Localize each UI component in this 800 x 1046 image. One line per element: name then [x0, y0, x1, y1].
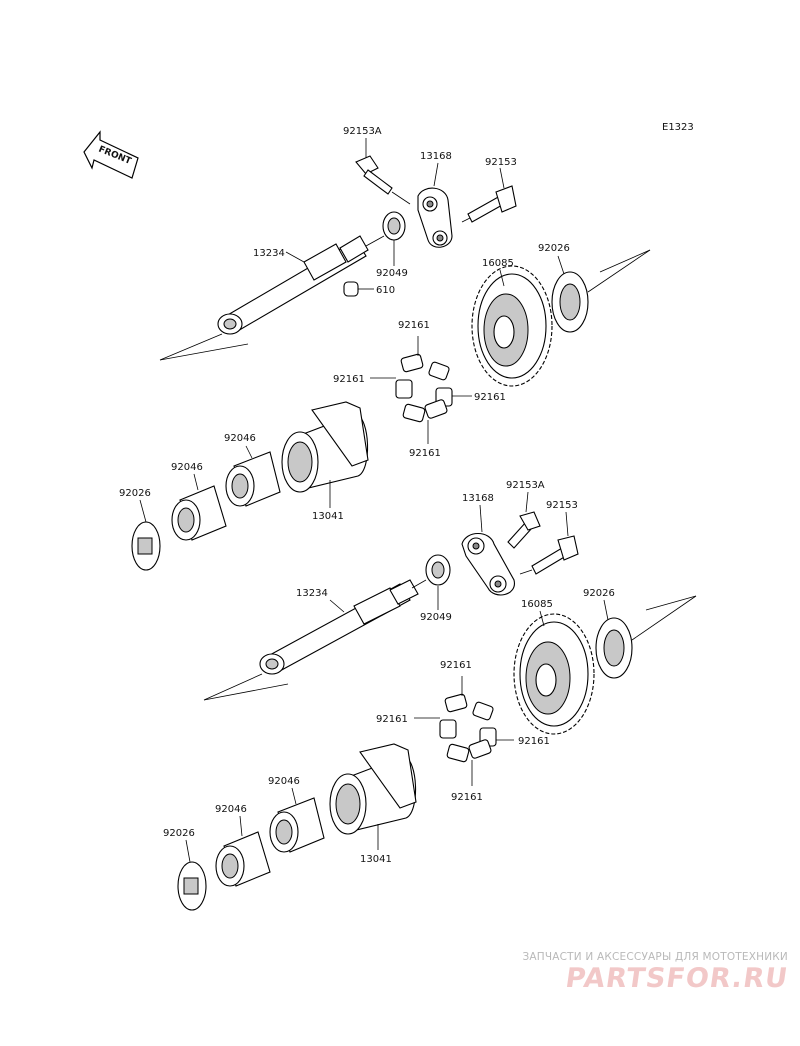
label-92026-lower-right: 92026 [583, 588, 615, 599]
label-92026-upper-left: 92026 [119, 488, 151, 499]
label-92161-lower-bottom: 92161 [451, 792, 483, 803]
bearing-92046-lower [171, 473, 227, 541]
label-92161-upper-right: 92161 [474, 392, 506, 403]
lever-13168-lower [461, 532, 515, 596]
label-92153A-upper: 92153A [343, 126, 382, 137]
label-92161-upper-left: 92161 [333, 374, 365, 385]
label-13041-upper: 13041 [312, 511, 344, 522]
bearing-92046-lower-a [269, 787, 325, 853]
seal-92049-upper [382, 211, 406, 241]
watermark-logo: PARTSFOR.RU [563, 963, 791, 994]
label-92026-lower-left: 92026 [163, 828, 195, 839]
label-13234-lower: 13234 [296, 588, 328, 599]
label-16085-lower: 16085 [521, 599, 553, 610]
label-13168-upper: 13168 [420, 151, 452, 162]
label-92161-upper-bottom: 92161 [409, 448, 441, 459]
assembly-lower [177, 511, 697, 911]
label-92026-upper-right: 92026 [538, 243, 570, 254]
label-13234-upper: 13234 [253, 248, 285, 259]
washer-92026-lower-left [177, 839, 207, 911]
bolt-92153-upper [461, 185, 517, 223]
label-610: 610 [376, 285, 395, 296]
front-arrow-icon: FRONT [83, 130, 139, 179]
labels-lower: 92153A 13168 92153 13234 92049 16085 920… [163, 480, 615, 865]
label-92161-lower-right: 92161 [518, 736, 550, 747]
label-92049-upper: 92049 [376, 268, 408, 279]
bolt-92153-lower [519, 535, 579, 575]
washer-92026-lower-right [595, 595, 697, 679]
label-92161-lower-left: 92161 [376, 714, 408, 725]
diagram-code: E1323 [662, 122, 694, 133]
label-92153-upper: 92153 [485, 157, 517, 168]
gear-16085-lower [513, 613, 595, 735]
labels-upper: 92153A 13168 92153 13234 92049 610 16085… [119, 126, 570, 522]
label-92049-lower: 92049 [420, 612, 452, 623]
label-92153A-lower: 92153A [506, 480, 545, 491]
seal-92049-lower [425, 554, 451, 586]
label-13041-lower: 13041 [360, 854, 392, 865]
assembly-upper [131, 155, 651, 571]
hub-13041-upper [281, 401, 369, 508]
label-92161-lower-top: 92161 [440, 660, 472, 671]
watermark-tagline: ЗАПЧАСТИ И АКСЕССУАРЫ ДЛЯ МОТОТЕХНИКИ [522, 951, 788, 963]
label-92161-upper-top: 92161 [398, 320, 430, 331]
label-13168-lower: 13168 [462, 493, 494, 504]
bearing-92046-lower-b [215, 815, 271, 887]
gear-16085-upper [471, 265, 553, 387]
bearing-92046-upper [225, 445, 281, 507]
dampers-92161-lower [414, 676, 514, 786]
label-92046-lower-b: 92046 [215, 804, 247, 815]
washer-92026-upper-left [131, 499, 161, 571]
shaft-13234-lower [203, 579, 427, 701]
washer-92026-upper-right [551, 249, 651, 333]
bolt-92153A-upper [355, 155, 411, 205]
hub-13041-lower [329, 743, 417, 850]
label-92046-upper-a: 92046 [224, 433, 256, 444]
dampers-92161-upper [370, 336, 472, 444]
pin-610 [343, 281, 374, 297]
label-92046-lower-a: 92046 [268, 776, 300, 787]
label-92153-lower: 92153 [546, 500, 578, 511]
label-92046-upper-b: 92046 [171, 462, 203, 473]
shaft-13234-upper [159, 235, 385, 361]
label-16085-upper: 16085 [482, 258, 514, 269]
lever-13168-upper [417, 187, 453, 248]
bolt-92153A-lower [507, 511, 541, 549]
